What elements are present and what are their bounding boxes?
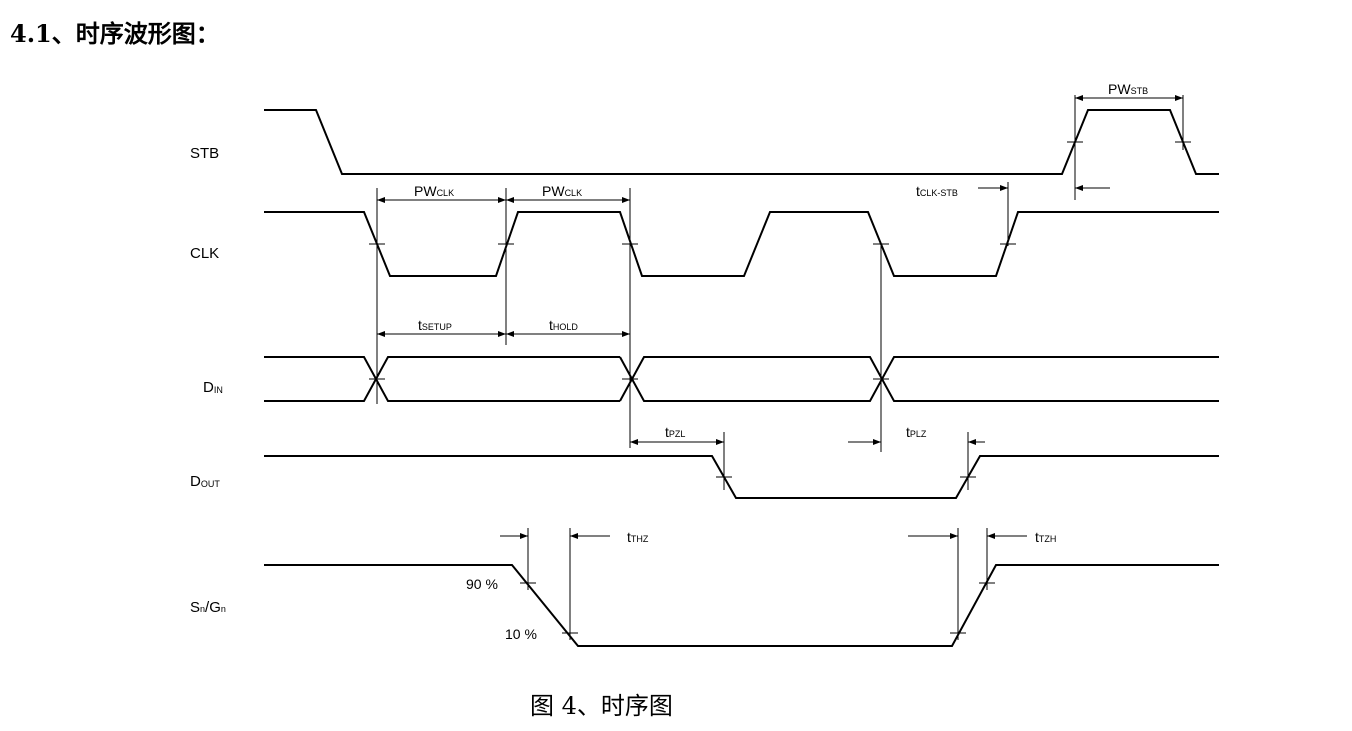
din-waveform-lower: [264, 356, 620, 402]
label-pw-clk-2: PWCLK: [542, 183, 582, 199]
label-t-plz: tPLZ: [906, 424, 927, 440]
label-90-percent: 90 %: [466, 576, 498, 592]
section-heading: 4.1、时序波形图：: [10, 19, 220, 48]
din-waveform-upper-2: [619, 356, 1219, 402]
din-waveform-upper: [264, 356, 620, 402]
label-t-hold: tHOLD: [549, 317, 578, 333]
label-t-clk-stb: tCLK-STB: [916, 183, 958, 199]
label-pw-clk-1: PWCLK: [414, 183, 454, 199]
label-10-percent: 10 %: [505, 626, 537, 642]
dimension-arrows: [377, 95, 1183, 539]
dout-waveform: [264, 455, 1219, 499]
signal-label-din: DIN: [203, 379, 223, 396]
label-t-tzh: tTZH: [1035, 529, 1056, 545]
signal-label-sn-gn: Sn/Gn: [190, 599, 226, 616]
signal-label-stb: STB: [190, 145, 219, 162]
label-t-thz: tTHZ: [627, 529, 649, 545]
label-pw-stb: PWSTB: [1108, 81, 1148, 97]
signal-label-dout: DOUT: [190, 473, 220, 490]
reference-lines: [376, 95, 1184, 640]
crossing-ticks: [369, 141, 1191, 634]
figure-caption: 图 4、时序图: [530, 692, 673, 720]
sn-gn-waveform: [264, 564, 1219, 647]
din-waveform-lower-2: [619, 356, 1219, 402]
label-t-setup: tSETUP: [418, 317, 452, 333]
signal-label-clk: CLK: [190, 245, 219, 262]
label-t-pzl: tPZL: [665, 424, 685, 440]
clk-waveform: [264, 211, 1219, 277]
